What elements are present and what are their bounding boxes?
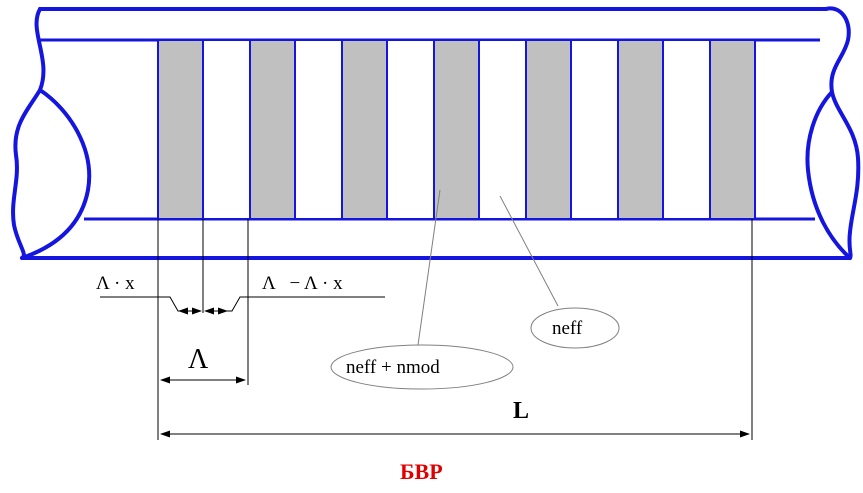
- grating-stripe-high-index: [709, 39, 756, 220]
- length-label: L: [513, 398, 529, 424]
- neff-ellipse: [530, 307, 620, 349]
- length-arrow-left: [160, 430, 170, 438]
- grating-stripe-base-index: [202, 39, 251, 220]
- period-arrow-left: [160, 376, 170, 384]
- lambda-minus-lambda-x-label: Λ − Λ · x: [262, 273, 343, 294]
- grating-stripe-high-index: [525, 39, 572, 220]
- grating-stripe-high-index: [157, 39, 204, 220]
- neff-nmod-ellipse: [330, 344, 514, 390]
- grating-stripe-high-index: [341, 39, 388, 220]
- grating-stripe-base-index: [294, 39, 343, 220]
- grating-stripe-base-index: [386, 39, 435, 220]
- neff-nmod-leader: [417, 189, 441, 346]
- grating-stripe-high-index: [617, 39, 664, 220]
- lambda-x-leader: [100, 296, 200, 312]
- lambda-minus-leader: [206, 296, 385, 312]
- dimension-lines: [100, 189, 753, 440]
- bragg-grating: [157, 39, 756, 220]
- neff-leader: [499, 195, 559, 307]
- lambda-minus-arrow: [204, 307, 214, 315]
- fbg-caption: БВР: [400, 459, 443, 484]
- lambda-x-label: Λ · x: [96, 273, 135, 294]
- fiber-left-break: [11, 7, 92, 260]
- fiber-right-break: [805, 6, 861, 260]
- grating-stripe-base-index: [570, 39, 619, 220]
- dimension-arrows: [160, 307, 750, 438]
- grating-stripe-base-index: [478, 39, 527, 220]
- grating-stripe-high-index: [249, 39, 296, 220]
- grating-stripe-base-index: [662, 39, 711, 220]
- lambda-minus-arrow-tail: [218, 307, 228, 315]
- lambda-x-arrow-tail: [178, 307, 188, 315]
- period-arrow-right: [236, 376, 246, 384]
- length-arrow-right: [740, 430, 750, 438]
- period-label: Λ: [188, 344, 209, 375]
- grating-stripe-high-index: [433, 39, 480, 220]
- neff-nmod-label: neff + nmod: [346, 357, 440, 378]
- lambda-x-arrow: [192, 307, 202, 315]
- optical-fiber: [11, 6, 861, 260]
- neff-label: neff: [552, 318, 583, 339]
